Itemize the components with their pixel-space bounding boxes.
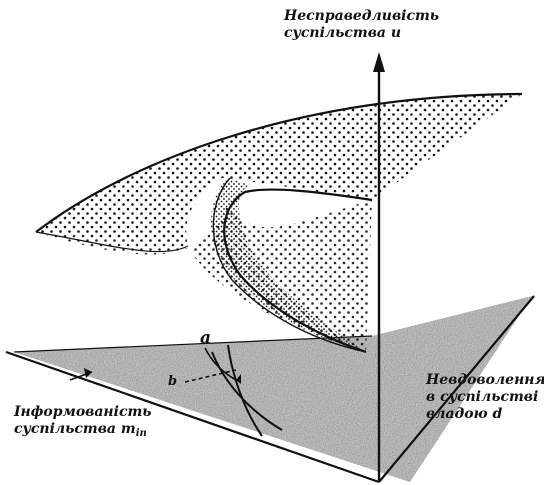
x-axis-label-line-1: Інформованість (14, 404, 152, 421)
z-axis-label: Несправедливість суспільства u (284, 8, 439, 42)
y-axis-label-line-2: в суспільстві (426, 389, 544, 406)
y-axis-label-line-3: владою d (426, 406, 544, 423)
y-axis-label: Невдоволення в суспільстві владою d (426, 372, 544, 423)
upper-sheet (36, 94, 522, 246)
x-axis-label-subscript: in (136, 428, 147, 439)
point-a-label: a (200, 330, 211, 347)
x-axis-label-text: суспільства m (14, 421, 136, 437)
z-axis-label-line-1: Несправедливість (284, 8, 439, 25)
point-b-label: b (168, 373, 177, 390)
x-axis-label: Інформованість суспільства min (14, 404, 152, 442)
z-axis-arrow (373, 52, 385, 72)
x-axis-label-line-2: суспільства min (14, 421, 152, 442)
z-axis-label-line-2: суспільства u (284, 25, 439, 42)
folded-surface (36, 94, 522, 352)
y-axis-label-line-1: Невдоволення (426, 372, 544, 389)
